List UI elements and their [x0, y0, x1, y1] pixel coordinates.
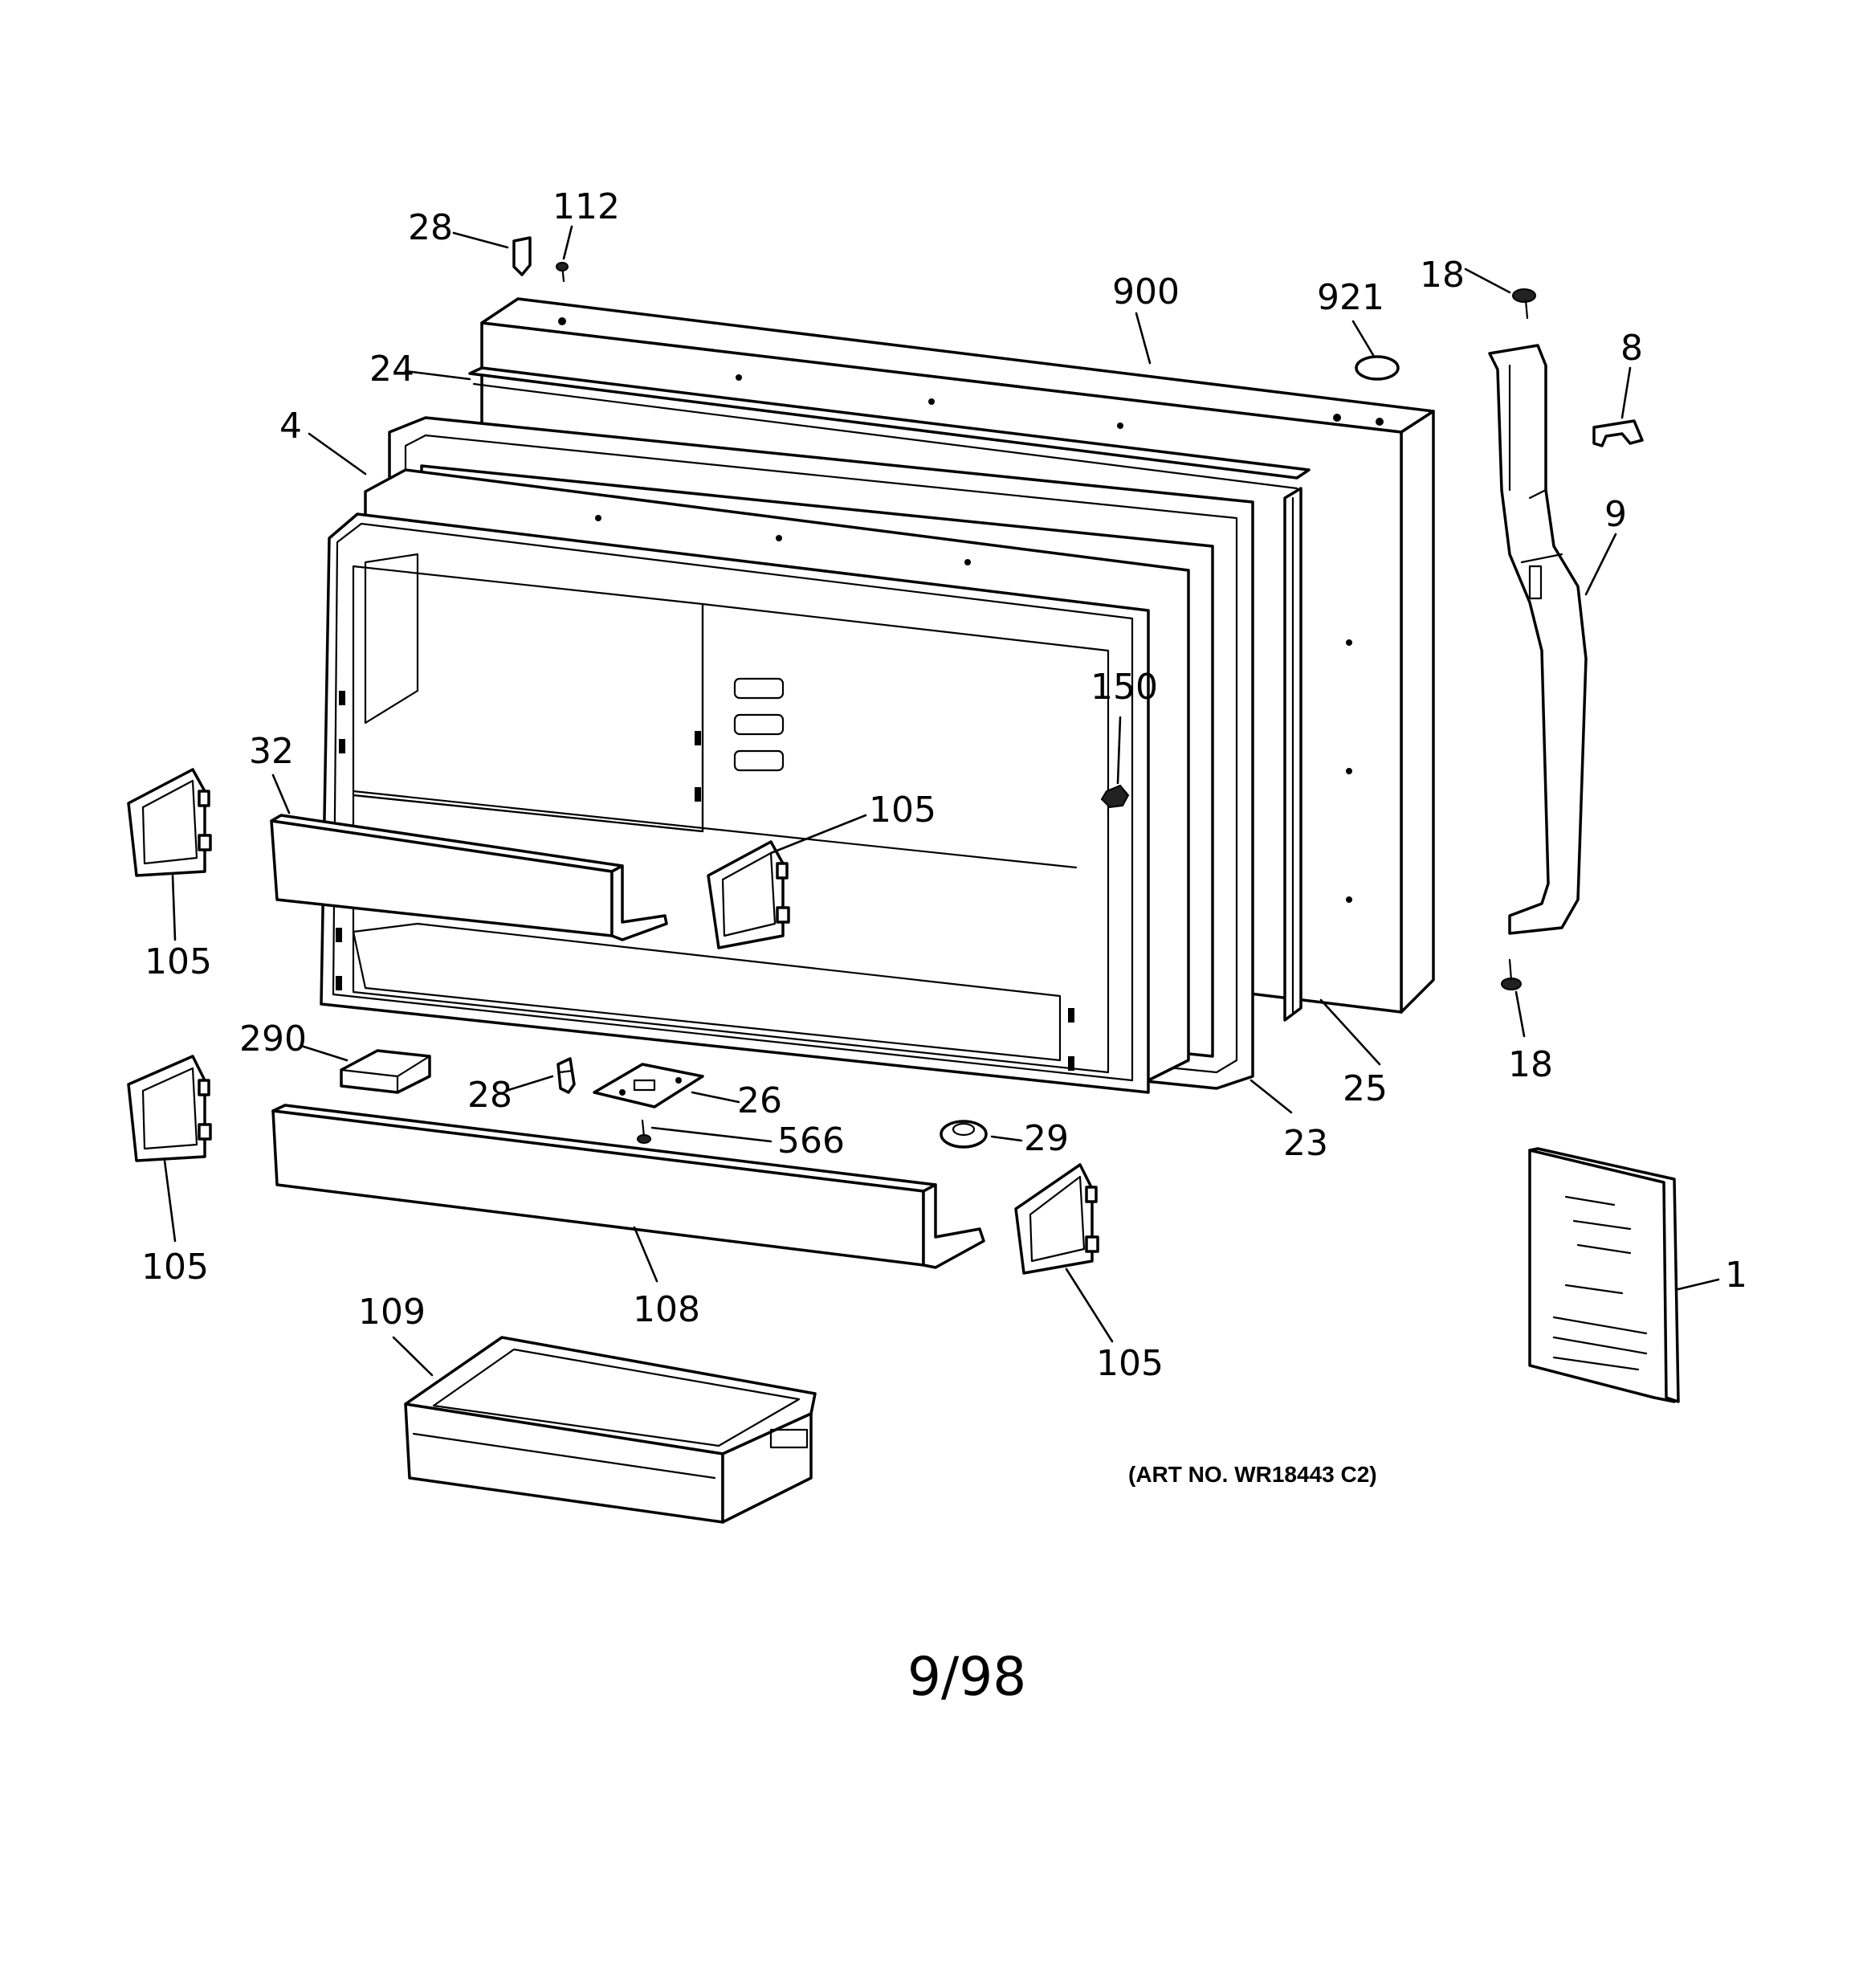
art-number: (ART NO. WR18443 C2) — [1128, 1462, 1377, 1487]
magnet-block — [340, 1049, 431, 1094]
owners-manual — [1528, 1147, 1680, 1403]
screw-18-bottom — [1501, 958, 1522, 990]
screw-150 — [1100, 784, 1130, 809]
upper-shelf-bar — [270, 814, 668, 941]
callout-29: 29 — [1024, 1118, 1069, 1159]
callout-566: 566 — [777, 1121, 845, 1161]
callout-112: 112 — [552, 186, 620, 227]
shelf-bracket-left-upper — [127, 768, 212, 877]
shelf-bracket-lower-right — [1014, 1163, 1099, 1275]
screw-566 — [637, 1119, 651, 1144]
storage-bin — [404, 1336, 817, 1524]
callout-105-left-lower: 105 — [141, 1247, 209, 1288]
handle-clip — [1592, 419, 1644, 447]
callout-32: 32 — [249, 731, 294, 772]
inner-door-liner — [320, 468, 1190, 1094]
callout-28-bottom: 28 — [467, 1075, 512, 1116]
callout-290: 290 — [239, 1018, 307, 1059]
callout-150: 150 — [1090, 667, 1158, 708]
callout-24: 24 — [369, 349, 414, 390]
callout-28-top: 28 — [408, 207, 453, 248]
callout-105-lower-right: 105 — [1096, 1343, 1164, 1384]
callout-23: 23 — [1283, 1123, 1328, 1164]
breaker-strip — [1283, 487, 1302, 1022]
callout-109: 109 — [358, 1292, 426, 1333]
screw-112 — [556, 262, 569, 283]
page-code: 9/98 — [907, 1646, 1026, 1708]
callout-25: 25 — [1343, 1068, 1388, 1109]
callout-labels: 28 112 900 921 18 8 24 4 9 150 32 105 10… — [141, 186, 1747, 1384]
shelf-bracket-left-lower — [127, 1055, 212, 1162]
top-trim-strip — [468, 366, 1311, 490]
callout-26: 26 — [737, 1080, 782, 1121]
door-handle — [1488, 344, 1588, 935]
callout-4: 4 — [279, 406, 302, 447]
callout-18-bottom: 18 — [1508, 1044, 1553, 1085]
shelf-bracket-center — [707, 840, 790, 949]
leader-lines — [163, 225, 1720, 1377]
screw-28-bottom — [556, 1057, 576, 1094]
grommet — [940, 1120, 988, 1149]
callout-1: 1 — [1725, 1255, 1747, 1296]
callout-900: 900 — [1112, 271, 1180, 312]
callout-921: 921 — [1317, 277, 1384, 318]
callout-18-top: 18 — [1420, 255, 1465, 296]
callout-105-center: 105 — [869, 790, 936, 831]
callout-108: 108 — [633, 1289, 700, 1330]
plug-button — [1355, 355, 1400, 381]
callout-9: 9 — [1604, 494, 1627, 535]
screw-28-top — [512, 236, 532, 276]
callout-8: 8 — [1620, 328, 1643, 369]
lower-shelf-bar — [271, 1104, 985, 1269]
screw-18-top — [1512, 288, 1536, 320]
stop-plate — [593, 1063, 704, 1108]
callout-105-left-upper: 105 — [145, 941, 212, 982]
